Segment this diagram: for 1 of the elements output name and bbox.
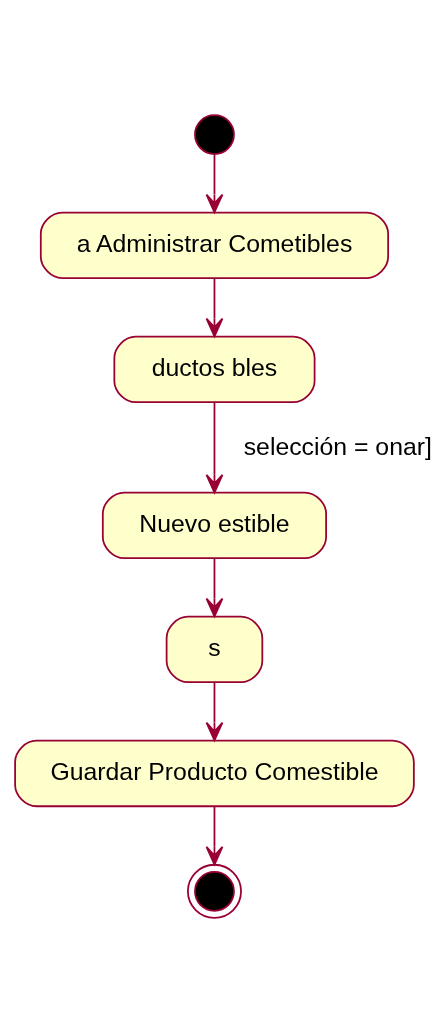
edge-label: selección = onar] (243, 432, 432, 460)
